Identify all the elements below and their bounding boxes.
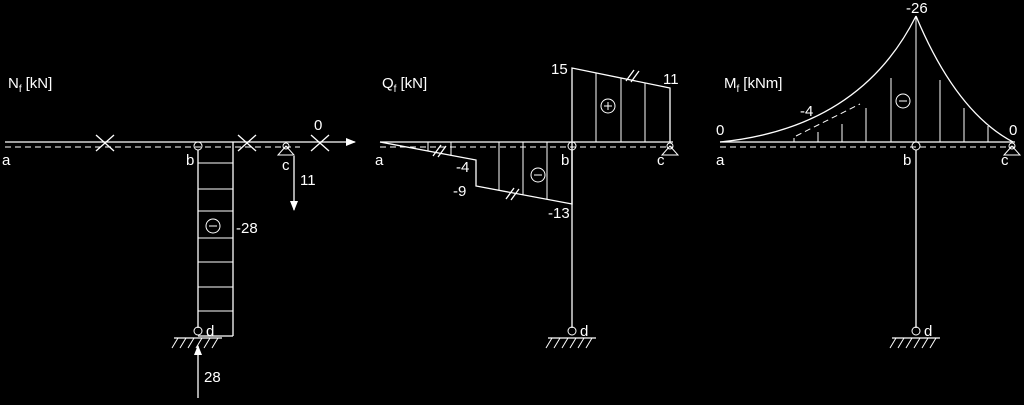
point-label-d: d <box>924 323 932 340</box>
normal-force-column-diagram <box>198 142 234 337</box>
value-arrow-c-horizontal: 0 <box>314 117 322 134</box>
minus-sign-icon <box>895 93 911 109</box>
point-label-a: a <box>2 152 11 169</box>
value-shear-bc-right: 11 <box>663 71 679 88</box>
plus-sign-icon <box>600 98 616 114</box>
point-label-c: c <box>282 157 290 174</box>
bending-moment-title: Mf[kNm] <box>724 75 782 95</box>
value-moment-left-end: 0 <box>716 122 724 139</box>
moment-curve <box>719 15 1014 143</box>
value-moment-right-end: 0 <box>1009 122 1017 139</box>
point-label-b: b <box>561 152 569 169</box>
point-label-b: b <box>186 152 194 169</box>
equal-slope-tick-marks <box>432 69 640 201</box>
point-label-b: b <box>903 152 911 169</box>
value-arrow-d: 28 <box>204 369 221 386</box>
point-label-d: d <box>206 323 214 340</box>
value-moment-mid-left: -4 <box>800 103 813 120</box>
minus-sign-icon <box>205 218 221 234</box>
point-label-a: a <box>375 152 384 169</box>
shear-force-title: Qf[kN] <box>382 75 427 95</box>
fixed-support-d <box>171 326 222 349</box>
joint-b <box>911 141 921 151</box>
joint-b <box>193 141 203 151</box>
pin-support-c <box>1002 142 1022 156</box>
normal-force-title: Nf[kN] <box>8 75 52 95</box>
value-arrow-c-vertical: 11 <box>300 172 316 189</box>
value-shear-bc-left: 15 <box>551 61 568 78</box>
zero-cross-marks <box>95 134 330 152</box>
fixed-support-d <box>889 326 940 349</box>
bending-moment-panel: Mf[kNm] -26 0 0 -4 a b <box>716 0 1022 349</box>
point-label-c: c <box>1001 152 1009 169</box>
point-label-c: c <box>657 152 665 169</box>
value-shear-b: -13 <box>548 205 570 222</box>
shear-negative-region <box>379 141 573 205</box>
point-label-a: a <box>716 152 725 169</box>
value-shear-ab-upper: -4 <box>456 159 469 176</box>
value-shear-ab-lower: -9 <box>453 183 466 200</box>
normal-force-panel: Nf[kN] 0 11 c b a <box>2 75 356 398</box>
shear-positive-region <box>571 67 671 142</box>
value-moment-peak: -26 <box>906 0 928 17</box>
fixed-support-d <box>545 326 596 349</box>
minus-sign-icon <box>530 167 546 183</box>
pin-support-c <box>276 142 296 156</box>
pin-support-c <box>660 142 680 156</box>
shear-force-panel: Qf[kN] -4 -9 -13 <box>375 61 680 349</box>
value-column-normal: -28 <box>236 220 258 237</box>
point-label-d: d <box>580 323 588 340</box>
